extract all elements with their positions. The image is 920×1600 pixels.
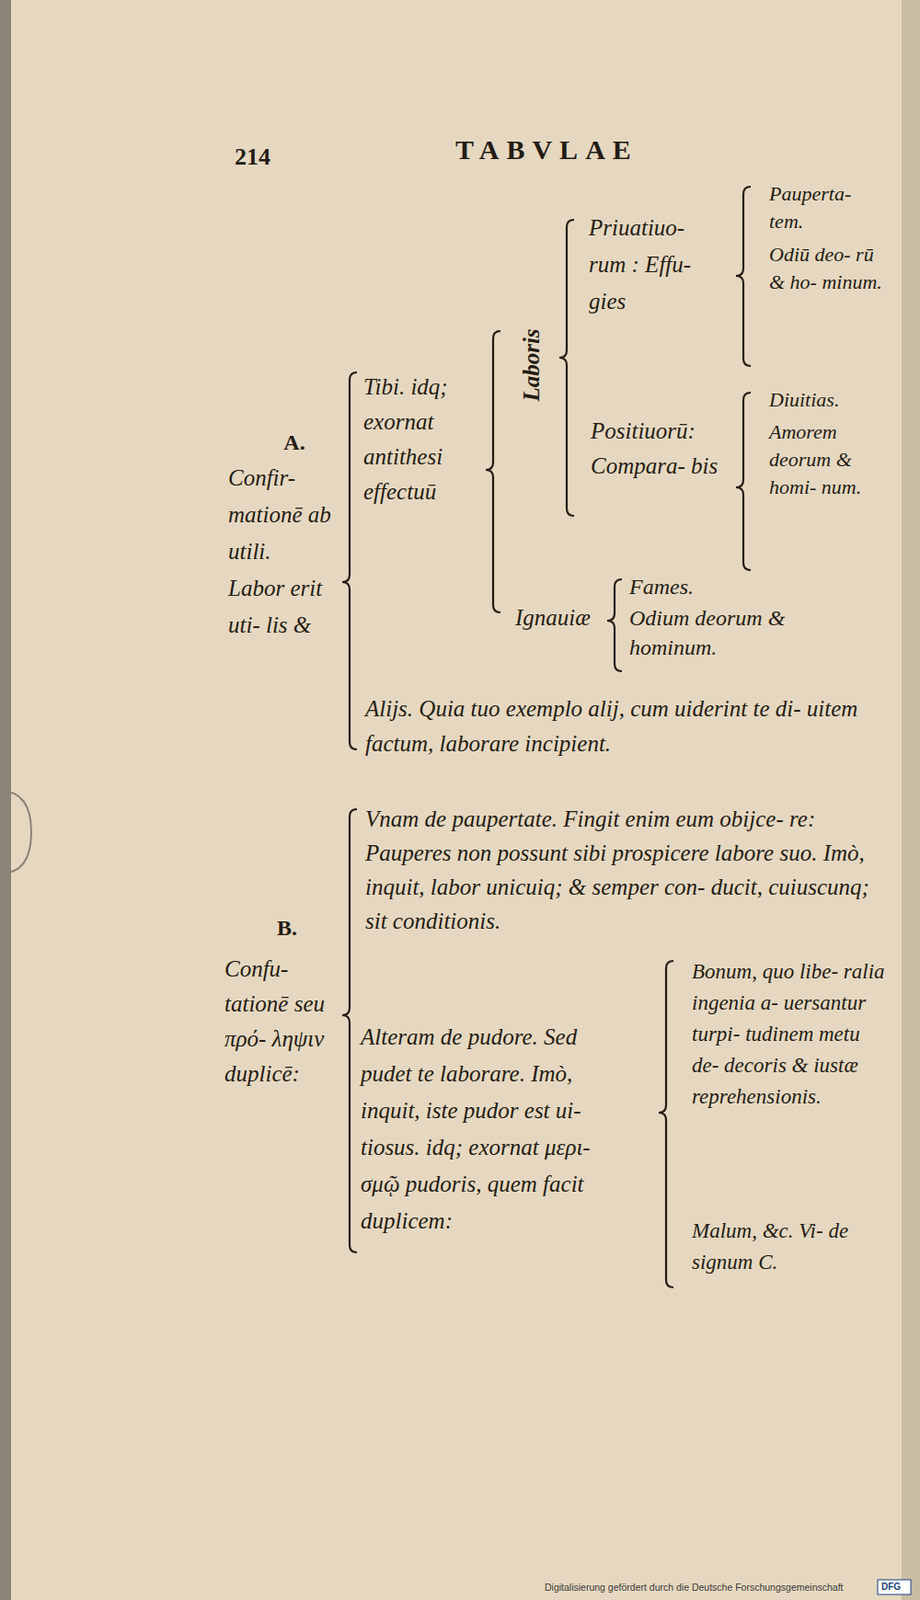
branch-text: Priuatiuo- rum : Effu- gies <box>588 209 727 321</box>
leaf-text: Odium deorum & hominum. <box>629 603 878 663</box>
binding-edge <box>0 0 12 1600</box>
branch-text: Vnam de paupertate. Fingit enim eum obij… <box>365 802 890 939</box>
brace <box>342 372 357 750</box>
brace <box>485 331 501 613</box>
branch-text: Alteram de pudore. Sed pudet te laborare… <box>360 1019 623 1241</box>
brace <box>342 809 357 1254</box>
dfg-logo-box <box>877 1580 911 1596</box>
leaf-text: Bonum, quo libe- ralia ingenia a- uersan… <box>691 956 890 1114</box>
clasp-mark <box>0 791 32 874</box>
branch-heading: Ignauiæ <box>515 602 608 634</box>
brace <box>559 219 575 517</box>
facing-page-edge <box>901 0 920 1600</box>
brace <box>658 961 674 1288</box>
running-head: TABVLAE <box>455 134 639 166</box>
branch-heading: Laboris <box>516 322 548 410</box>
section-letter: B. <box>259 910 315 946</box>
leaf-text: Fames. <box>629 572 814 602</box>
leaf-text: Diuitias. <box>769 386 885 414</box>
branch-text: Tibi. idq; exornat antithesi effectuū <box>363 369 479 510</box>
brace <box>736 392 751 571</box>
leaf-text: Pauperta- tem. <box>769 180 885 236</box>
logo-text: DFG <box>881 1581 901 1595</box>
leaf-text: Malum, &c. Vi- de signum C. <box>691 1216 890 1279</box>
digitization-note: Digitalisierung gefördert durch die Deut… <box>544 1581 844 1595</box>
section-heading: Confu- tationē seu πρό- ληψιν duplicē: <box>224 952 331 1093</box>
page-number: 214 <box>234 143 271 172</box>
branch-text: Positiuorū: Compara- bis <box>590 414 720 484</box>
brace <box>607 579 622 672</box>
branch-text: Alijs. Quia tuo exemplo alij, cum uideri… <box>365 691 890 762</box>
leaf-text: Amorem deorum & homi- num. <box>769 418 880 502</box>
section-heading: Confir- mationē ab utili. Labor erit uti… <box>228 460 332 644</box>
leaf-text: Odiū deo- rū & ho- minum. <box>769 241 885 297</box>
brace <box>736 186 751 367</box>
section-letter: A. <box>266 425 322 460</box>
